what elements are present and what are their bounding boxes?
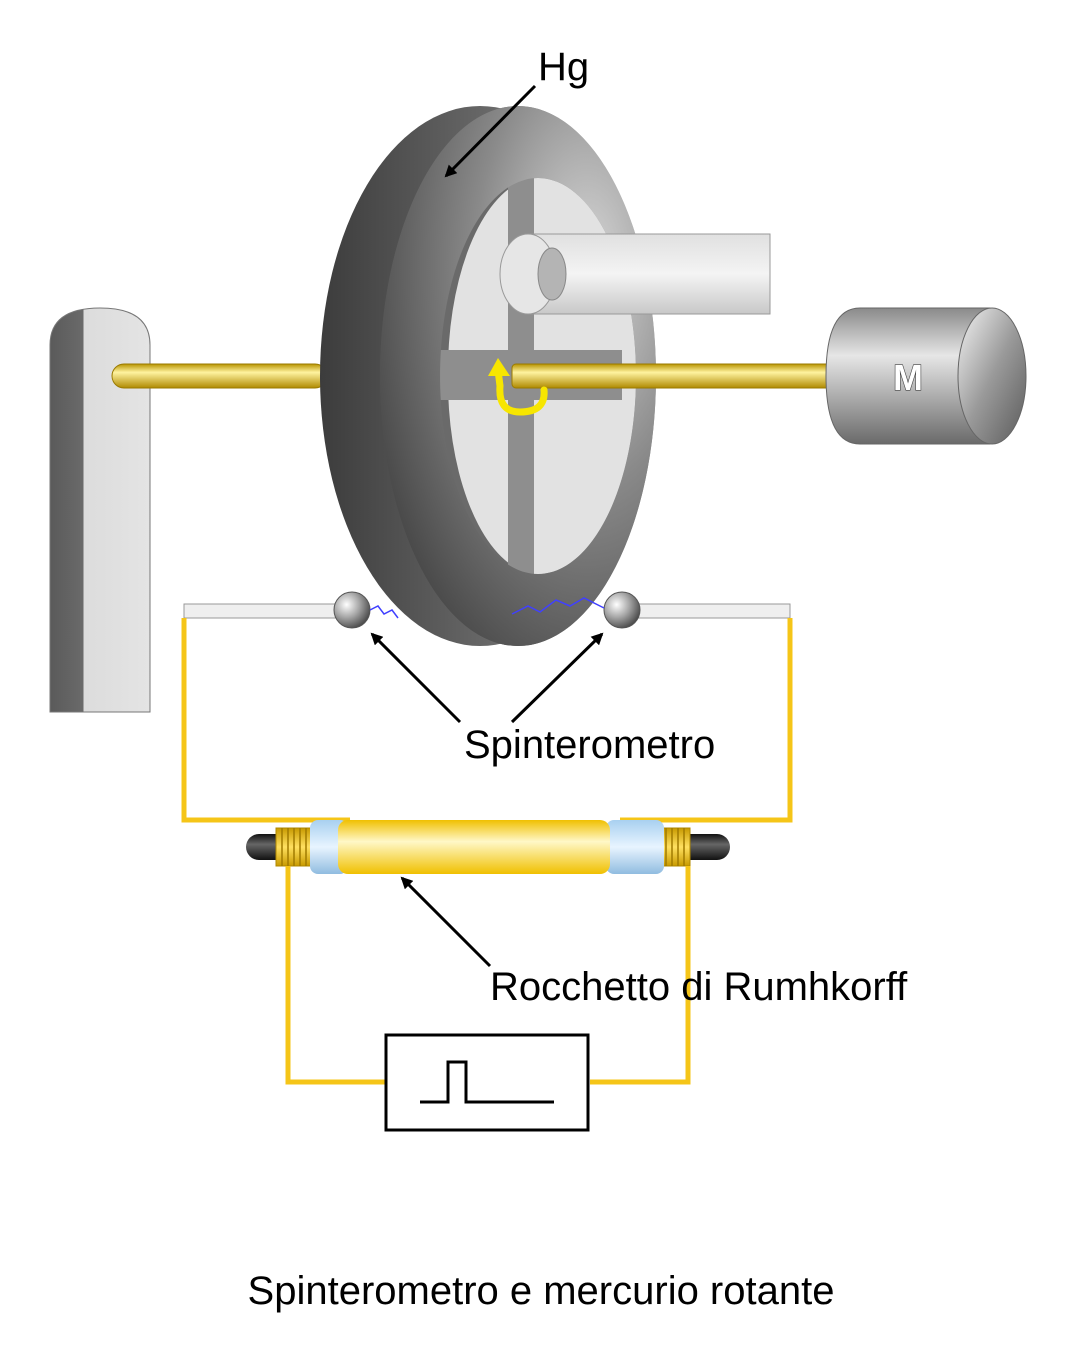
label-coil: Rocchetto di Rumhkorff [490, 965, 908, 1009]
electrode-rod-left [183, 603, 349, 619]
shaft-left [111, 363, 328, 389]
label-spark-gap: Spinterometro [464, 723, 715, 767]
arrow-spark-right [510, 632, 604, 724]
spark-left [369, 605, 399, 619]
coil-body [338, 820, 610, 874]
arrow-coil [400, 876, 492, 968]
rotation-arrow-icon [488, 358, 548, 416]
motor: M [825, 307, 1027, 445]
shaft-right [511, 363, 835, 389]
coil-cap-right [606, 820, 664, 874]
lower-circuit-wire [285, 866, 691, 1085]
pointer-arrows [370, 84, 604, 968]
electrode-ball-right [603, 591, 641, 629]
motor-label: M [893, 357, 923, 398]
spark-right [511, 597, 605, 615]
label-hg: Hg [538, 45, 589, 89]
spark-gap [183, 591, 791, 629]
upper-cylinder [499, 233, 771, 315]
pulse-generator-icon [384, 1033, 590, 1132]
coil-thread-right [659, 827, 691, 867]
arrow-spark-left [370, 632, 462, 724]
caption: Spinterometro e mercurio rotante [248, 1269, 835, 1313]
arrow-hg [444, 84, 537, 178]
support-stand [49, 307, 151, 713]
ruhmkorff-coil [246, 820, 730, 874]
electrode-ball-left [333, 591, 371, 629]
upper-circuit-wire [181, 618, 793, 823]
electrode-rod-right [627, 603, 791, 619]
